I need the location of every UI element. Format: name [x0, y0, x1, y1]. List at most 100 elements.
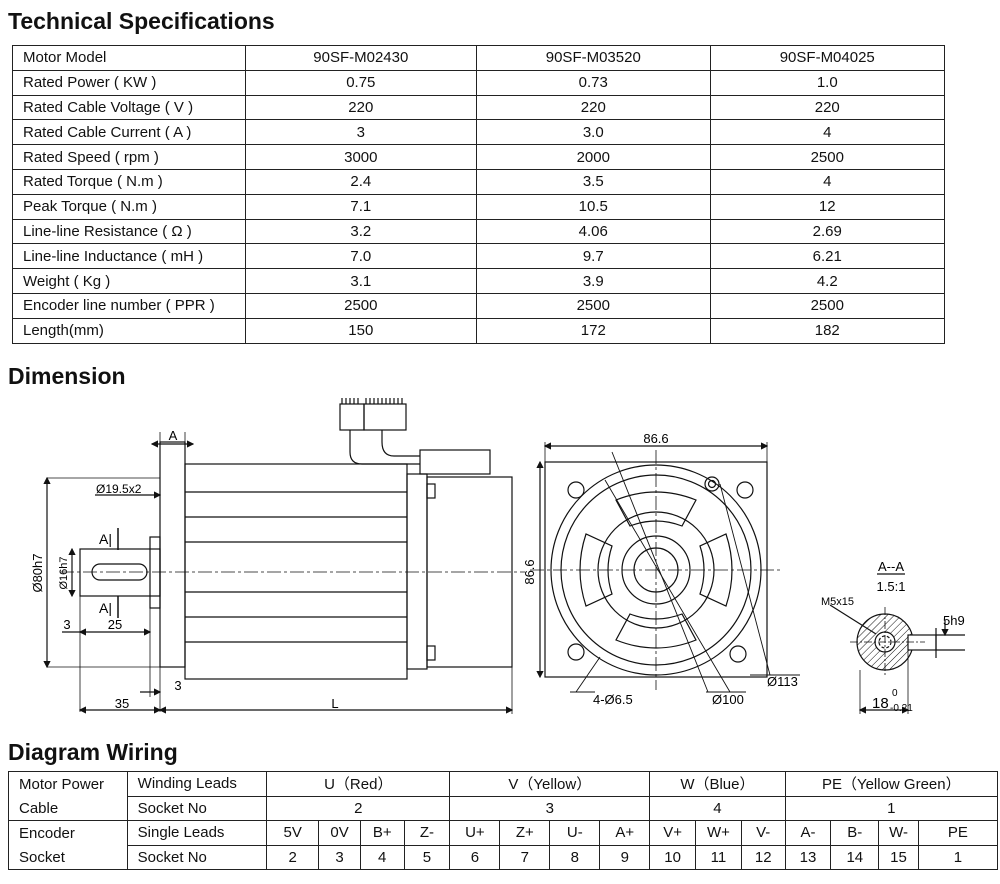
spec-cell: 10.5 [476, 193, 711, 220]
wiring-row-power-leads: Motor Power Winding Leads U（Red） V（Yello… [8, 771, 999, 797]
dim-dia-113: Ø113 [767, 674, 798, 689]
spec-cell: 3.5 [476, 168, 711, 195]
encoder-lead-cell: V- [740, 820, 786, 846]
spec-cell: 9.7 [476, 243, 711, 270]
dim-35: 35 [115, 696, 129, 711]
encoder-socket-cell: 14 [830, 844, 880, 870]
encoder-lead-cell: W+ [695, 820, 742, 846]
spec-row-label: Rated Power ( KW ) [12, 69, 246, 96]
dim-866-top: 86.6 [643, 431, 668, 446]
spec-cell: 2500 [476, 292, 711, 319]
spec-cell: 3.2 [244, 218, 478, 245]
spec-cell: 150 [244, 317, 478, 344]
wiring-group-u: U（Red） [266, 771, 451, 797]
encoder-socket-cell: 13 [784, 844, 832, 870]
dim-dia-100: Ø100 [712, 692, 744, 707]
dim-key: 5h9 [943, 613, 965, 628]
wiring-socket: Socket [8, 845, 128, 870]
wiring-socket-no-1: Socket No [126, 795, 268, 821]
encoder-socket-cell: 11 [695, 844, 742, 870]
dim-tol-lower: -0.21 [890, 703, 913, 714]
spec-row-label: Rated Speed ( rpm ) [12, 144, 246, 170]
spec-cell: 3.1 [244, 268, 478, 294]
encoder-lead-cell: Z- [403, 820, 451, 846]
encoder-socket-cell: 10 [649, 844, 697, 870]
spec-row-label: Encoder line number ( PPR ) [12, 292, 246, 319]
wiring-cable: Cable [8, 796, 128, 821]
spec-row-label: Rated Torque ( N.m ) [12, 168, 246, 195]
spec-cell: 2500 [709, 144, 946, 170]
spec-cell: 220 [476, 94, 711, 121]
spec-cell: 2500 [709, 292, 946, 319]
encoder-lead-cell: A- [784, 820, 832, 846]
spec-cell: 182 [709, 317, 946, 344]
encoder-socket-cell: 4 [359, 844, 405, 870]
dim-dia-80: Ø80h7 [30, 553, 45, 592]
encoder-socket-cell: 2 [266, 844, 320, 870]
encoder-socket-cell: 8 [549, 844, 601, 870]
spec-cell: 12 [709, 193, 946, 220]
dim-18: 18 [872, 695, 889, 712]
motor-side-view [43, 398, 525, 714]
spec-cell: 6.21 [709, 243, 946, 270]
wiring-group-w: W（Blue） [649, 771, 786, 797]
spec-cell: 2000 [476, 144, 711, 170]
section-label: A--A [878, 559, 904, 574]
spec-cell: 3.9 [476, 268, 711, 294]
spec-cell: 0.73 [476, 69, 711, 96]
wiring-socket-no-2: Socket No [126, 844, 268, 870]
wiring-row-power-sockets: Cable Socket No 2 3 4 1 [8, 795, 999, 821]
encoder-socket-cell: 5 [403, 844, 451, 870]
specs-title: Technical Specifications [8, 8, 275, 34]
encoder-lead-cell: A+ [599, 820, 651, 846]
encoder-socket-cell: 7 [499, 844, 551, 870]
dim-866-side: 86.6 [522, 559, 537, 584]
spec-cell: 3 [244, 119, 478, 146]
dim-a-upper: A| [99, 531, 112, 547]
dim-tol-upper: 0 [892, 688, 898, 699]
encoder-lead-cell: 5V [266, 820, 320, 846]
wiring-socket-u: 2 [266, 795, 451, 821]
section-a-a [829, 573, 965, 714]
wiring-encoder: Encoder [8, 820, 128, 845]
section-scale: 1.5:1 [877, 579, 906, 594]
dim-3-bottom: 3 [174, 678, 181, 693]
wiring-single-leads: Single Leads [126, 820, 268, 846]
dim-a-lower: A| [99, 600, 112, 616]
spec-cell: 4.2 [709, 268, 946, 294]
encoder-lead-cell: U- [549, 820, 601, 846]
dim-holes: 4-Ø6.5 [593, 692, 633, 707]
spec-row-label: Rated Cable Current ( A ) [12, 119, 246, 146]
encoder-lead-cell: U+ [449, 820, 501, 846]
encoder-lead-cell: W- [878, 820, 919, 846]
encoder-socket-cell: 1 [917, 844, 999, 870]
encoder-socket-cell: 6 [449, 844, 501, 870]
spec-cell: 2.69 [709, 218, 946, 245]
spec-cell: 2.4 [244, 168, 478, 195]
dim-25: 25 [108, 617, 122, 632]
spec-header-label: Motor Model [12, 45, 246, 71]
spec-cell: 220 [709, 94, 946, 121]
encoder-lead-cell: V+ [649, 820, 697, 846]
spec-row-label: Line-line Inductance ( mH ) [12, 243, 246, 270]
encoder-socket-cell: 3 [318, 844, 361, 870]
spec-cell: 0.75 [244, 69, 478, 96]
wiring-group-v: V（Yellow） [449, 771, 651, 797]
wiring-socket-pe: 1 [784, 795, 999, 821]
wiring-socket-w: 4 [649, 795, 786, 821]
encoder-socket-cell: 12 [740, 844, 786, 870]
spec-model-name: 90SF-M03520 [476, 45, 711, 71]
spec-row-label: Line-line Resistance ( Ω ) [12, 218, 246, 245]
wiring-title: Diagram Wiring [8, 739, 178, 765]
